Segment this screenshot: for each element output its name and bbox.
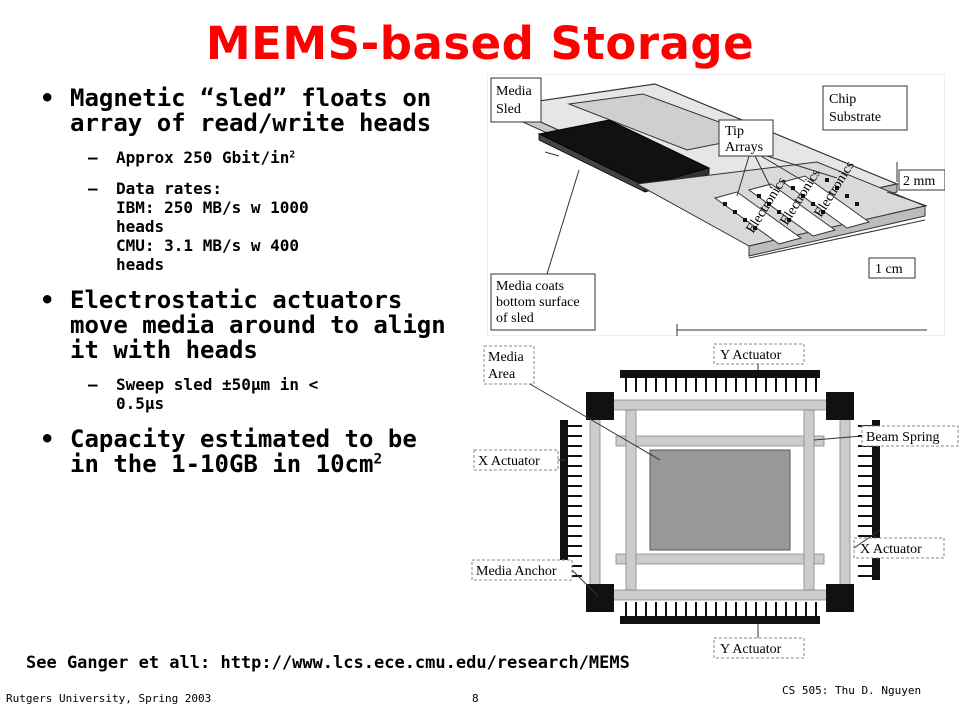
- sub-bullet-density: – Approx 250 Gbit/in2: [36, 148, 456, 167]
- dim-1cm-box: [868, 257, 916, 279]
- media-area-label: Media: [488, 350, 525, 365]
- sub-line: CMU: 3.1 MB/s w 400: [116, 236, 300, 255]
- x-actuator-combs: [560, 420, 880, 580]
- sub-line: Sweep sled ±50μm in <: [116, 375, 319, 394]
- y-actuator-top-label: Y Actuator: [720, 348, 782, 363]
- leader-lines: [529, 364, 881, 638]
- beam-spring-label: Beam Spring: [866, 430, 940, 445]
- bullet-capacity: • Capacity estimated to be in the 1-10GB…: [36, 427, 456, 477]
- bullet-glyph: •: [40, 425, 55, 453]
- media-area-label-box: [483, 345, 535, 385]
- sub-bullet-data-rates: – Data rates: IBM: 250 MB/s w 1000 heads…: [36, 179, 456, 274]
- bullet-actuators: • Electrostatic actuators move media aro…: [36, 288, 456, 363]
- tip-arrays-label: Arrays: [725, 140, 763, 155]
- actuator-layout-figure: Media Area Y Actuator Beam Spring X Actu…: [471, 343, 959, 659]
- bullet-glyph: •: [40, 84, 55, 112]
- media-coats-label: bottom surface: [496, 295, 580, 310]
- sub-line: 0.5μs: [116, 394, 165, 413]
- x-actuator-left-label: X Actuator: [478, 454, 540, 469]
- sub-text: Approx 250 Gbit/in: [116, 148, 290, 167]
- media-coats-label: of sled: [496, 311, 534, 326]
- chip-substrate-label-box: [822, 85, 908, 131]
- media-area: [649, 449, 791, 551]
- dash-glyph: –: [88, 179, 98, 198]
- media-sled-label-box: [490, 77, 542, 123]
- comb-teeth-side: [568, 425, 872, 577]
- sub-line: Data rates:: [116, 179, 222, 198]
- x-actuator-left-box: [473, 449, 559, 471]
- sub-bullet-sweep: – Sweep sled ±50μm in < 0.5μs: [36, 375, 456, 413]
- lower-chip-edge: [748, 205, 926, 257]
- media-coats-label-box: [490, 273, 596, 331]
- electronics-strip: [747, 183, 837, 237]
- superscript: 2: [373, 451, 383, 468]
- media-anchor-label: Media Anchor: [476, 564, 557, 579]
- media-area-label: Area: [488, 367, 516, 382]
- leader-lines: [544, 151, 928, 336]
- tip-arrays-label-box: [718, 119, 774, 157]
- tip-array-dots: [723, 178, 859, 230]
- x-actuator-right-label: X Actuator: [860, 542, 922, 557]
- dash-glyph: –: [88, 375, 98, 394]
- sub-line: IBM: 250 MB/s w 1000: [116, 198, 309, 217]
- chip-substrate-label: Substrate: [829, 110, 881, 125]
- footer-page-number: 8: [472, 692, 479, 705]
- footer-institution: Rutgers University, Spring 2003: [6, 692, 212, 705]
- bullet-sled: • Magnetic “sled” floats on array of rea…: [36, 86, 456, 136]
- bullet-text: Capacity estimated to be in the 1-10GB i…: [70, 425, 417, 478]
- y-actuator-bottom-box: [713, 637, 805, 659]
- dash-glyph: –: [88, 148, 98, 167]
- media-sled-label: Media: [496, 84, 533, 99]
- y-actuator-bottom-label: Y Actuator: [720, 642, 782, 657]
- bullet-text: Magnetic “sled” floats on array of read/…: [70, 84, 432, 137]
- beam-springs: [589, 399, 851, 601]
- bullet-glyph: •: [40, 286, 55, 314]
- sub-line: heads: [116, 255, 165, 274]
- dim-2mm-label: 2 mm: [903, 174, 935, 189]
- superscript: 2: [289, 149, 296, 161]
- y-actuator-combs: [620, 370, 820, 624]
- electronics-strip: [713, 191, 803, 245]
- media-sled-label: Sled: [496, 102, 521, 117]
- mems-device-figure: Electronics Electronics Electronics Medi…: [487, 74, 945, 336]
- footer-course: CS 505: Thu D. Nguyen: [782, 684, 922, 697]
- dim-2mm-box: [898, 169, 945, 191]
- sub-line: heads: [116, 217, 165, 236]
- dim-1cm-label: 1 cm: [875, 262, 903, 277]
- y-actuator-top-box: [713, 343, 805, 365]
- chip-substrate-label: Chip: [829, 92, 856, 107]
- comb-teeth: [625, 378, 817, 616]
- reference-text: See Ganger et all: http://www.lcs.ece.cm…: [26, 653, 630, 673]
- tip-arrays-label: Tip: [725, 124, 744, 139]
- slide-title: MEMS-based Storage: [205, 17, 755, 70]
- bullet-text: Electrostatic actuators move media aroun…: [70, 286, 446, 364]
- media-coats-label: Media coats: [496, 279, 564, 294]
- bullet-list: • Magnetic “sled” floats on array of rea…: [36, 86, 456, 483]
